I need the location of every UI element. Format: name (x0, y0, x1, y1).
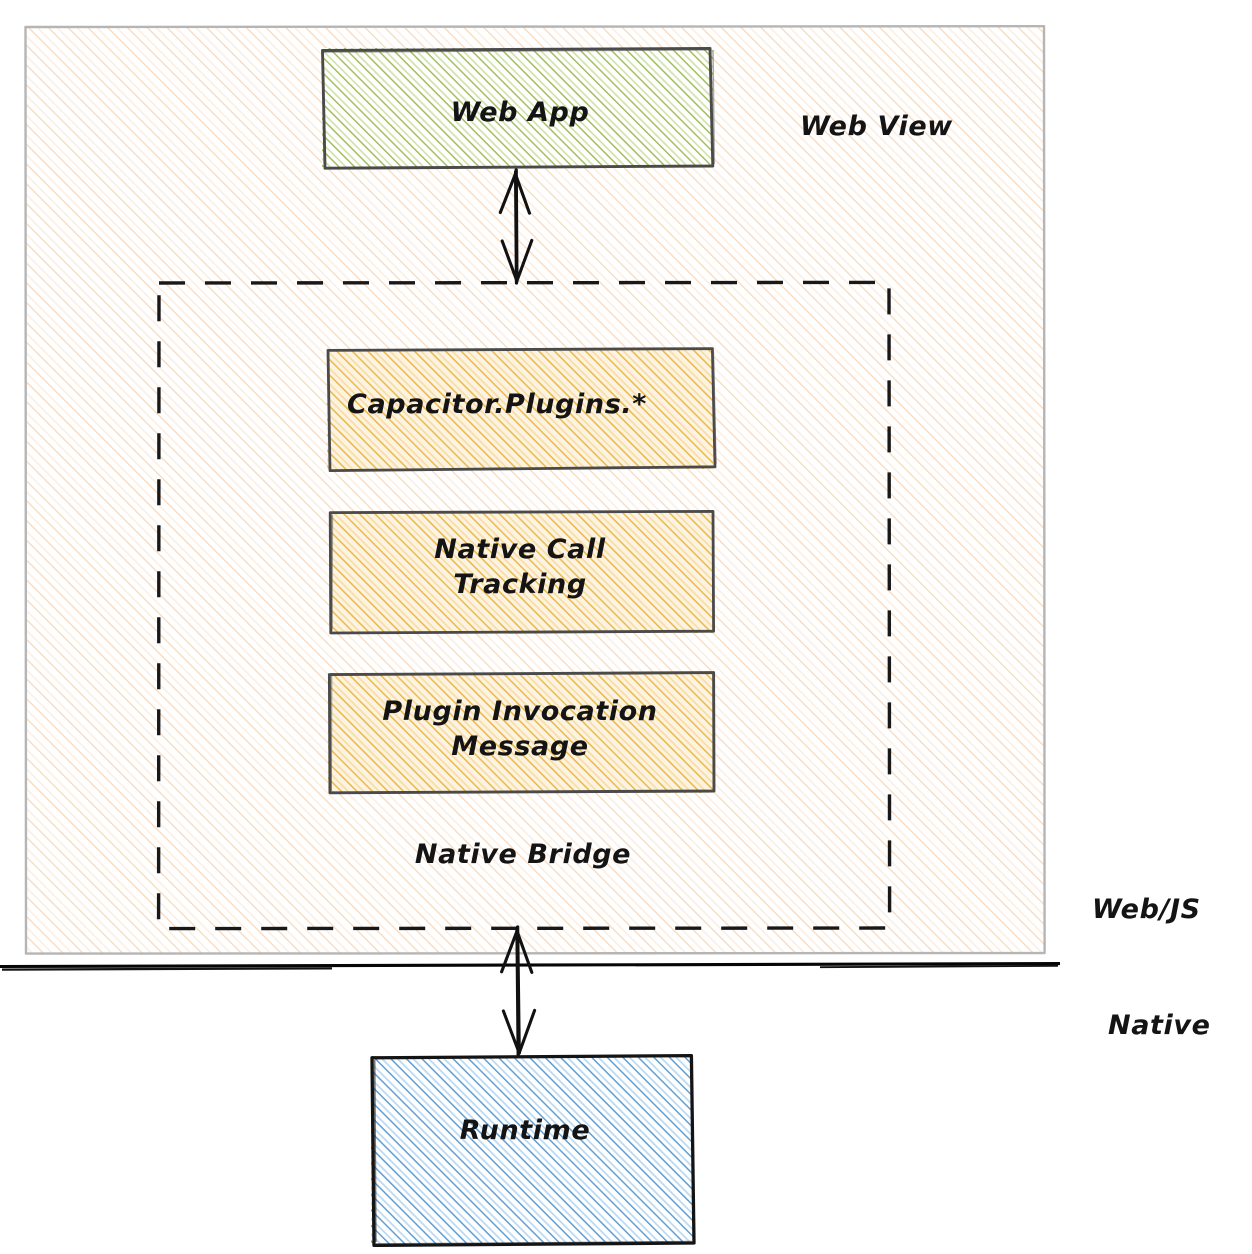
node-native-call-tracking[interactable] (328, 510, 715, 635)
node-plugin-invocation-message[interactable] (327, 671, 716, 795)
region-web-view (24, 25, 1046, 955)
node-label-native-call-tracking: Native Call Tracking (434, 534, 606, 600)
node-label-web-app: Web App (450, 97, 590, 128)
node-label-capacitor-plugins: Capacitor.Plugins.* (347, 389, 647, 420)
node-capacitor-plugins[interactable] (326, 347, 717, 472)
region-label-web-view: Web View (800, 111, 953, 142)
node-runtime[interactable] (370, 1053, 696, 1248)
layer-label-native: Native (1108, 1010, 1211, 1041)
connection-webapp-bridge (498, 168, 534, 285)
node-label-runtime: Runtime (459, 1115, 591, 1146)
region-native-bridge (156, 280, 892, 931)
node-label-plugin-invocation-message: Plugin Invocation Message (382, 696, 658, 762)
region-label-native-bridge: Native Bridge (414, 839, 632, 870)
node-web-app[interactable] (321, 46, 716, 170)
connection-bridge-runtime (500, 925, 537, 1057)
layer-label-web-js: Web/JS (1092, 894, 1201, 925)
